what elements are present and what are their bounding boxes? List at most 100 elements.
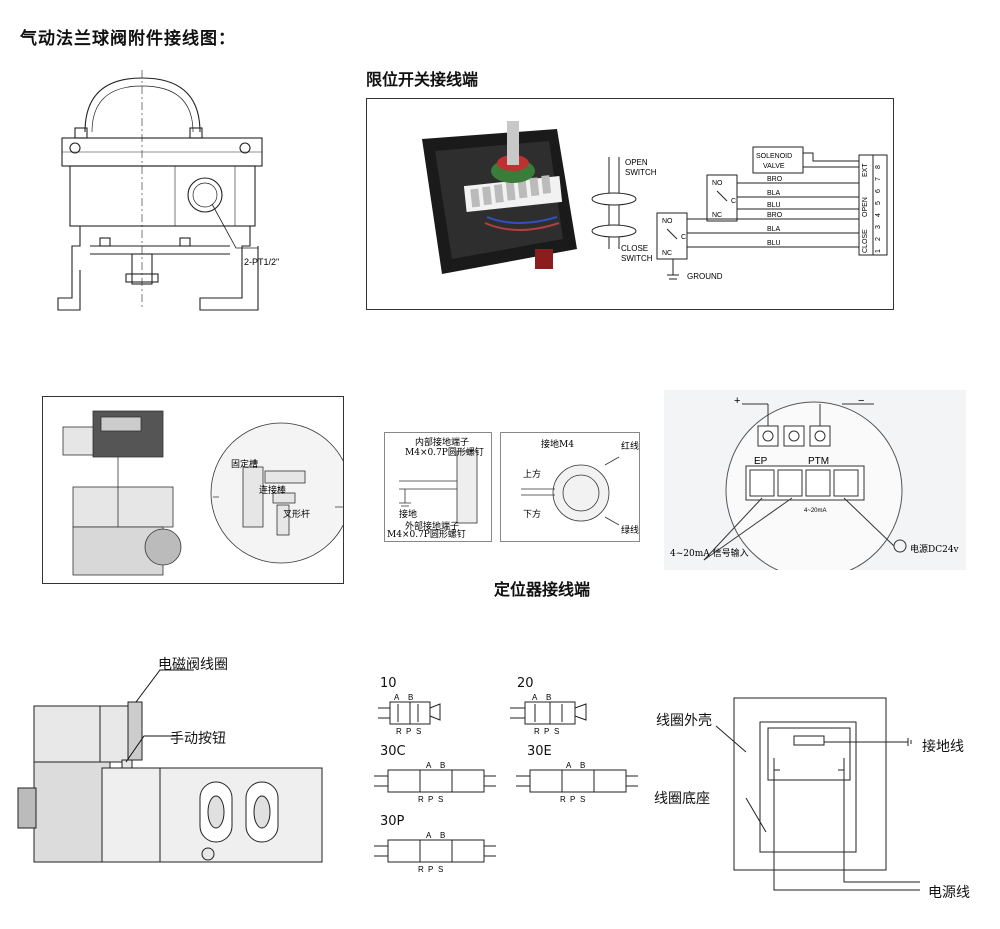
valve-code: 30C — [380, 744, 406, 759]
connect-rod-label: 连接棒 — [259, 484, 286, 496]
port-b: B — [440, 831, 445, 840]
terminal-number: 8 — [875, 165, 882, 169]
ep-label: EP — [754, 456, 768, 467]
ptm-label: PTM — [808, 456, 829, 467]
housing-label: 线圈外壳 — [656, 713, 712, 729]
close-switch-label-2: SWITCH — [621, 254, 653, 263]
signal-label: 4~20mA — [804, 508, 827, 514]
ground-wire-label: 接地线 — [922, 739, 964, 755]
ground-label: GROUND — [687, 272, 723, 281]
green-wire-label: 绿线 — [621, 524, 639, 536]
minus-label: − — [858, 395, 864, 407]
c-label-open: C — [731, 198, 736, 205]
open-switch-label-2: SWITCH — [625, 168, 657, 177]
wire-label: BLU — [767, 202, 781, 209]
port-s: S — [416, 727, 421, 736]
port-a: A — [426, 831, 432, 840]
port-s: S — [438, 795, 443, 804]
valve-symbols: A B R P S A B R P S A B R P S A B R P S … — [374, 693, 638, 874]
solenoid-label-2: VALVE — [763, 163, 785, 170]
terminal-number: 2 — [875, 237, 882, 241]
wire-label: BRO — [767, 212, 783, 219]
terminal-number: 7 — [875, 177, 882, 181]
valve-code: 10 — [380, 676, 397, 691]
port-p: P — [428, 865, 433, 874]
power-label: 电源DC24v — [910, 543, 960, 555]
port-a: A — [394, 693, 400, 702]
port-s: S — [438, 865, 443, 874]
down-label: 下方 — [523, 508, 541, 520]
terminal-group: EXT — [862, 163, 869, 177]
input-label: 4~20mA 信号输入 — [670, 547, 749, 559]
port-r: R — [534, 727, 540, 736]
port-r: R — [418, 865, 424, 874]
coil-box-diagram — [715, 697, 920, 891]
terminal-number: 5 — [875, 201, 882, 205]
terminal-group: CLOSE — [862, 229, 869, 253]
valve-code: 30P — [380, 814, 405, 829]
red-wire-label: 红线 — [621, 440, 639, 452]
port-b: B — [580, 761, 585, 770]
page-title: 气动法兰球阀附件接线图： — [20, 29, 236, 49]
port-r: R — [560, 795, 566, 804]
valve-code: 20 — [517, 676, 534, 691]
limit-switch-diagram: OPEN SWITCH CLOSE SWITCH NO NC C — [422, 121, 888, 281]
wire-label: BLA — [767, 190, 781, 197]
terminal-diagram-left: 内部接地端子 M4×0.7P圆形螺钉 接地 外部接地端子 M4×0.7P圆形螺钉 — [384, 432, 492, 542]
positioner-photo-frame: 固定槽 连接棒 叉形杆 — [42, 396, 352, 584]
port-a: A — [532, 693, 538, 702]
valve-drawing: 2-PT1/2" — [57, 70, 279, 311]
terminal-number: 3 — [875, 225, 882, 229]
terminal-number: 1 — [875, 249, 882, 253]
port-p: P — [406, 727, 411, 736]
valve-code: 30E — [527, 744, 552, 759]
inner-ground-label: 内部接地端子 — [415, 436, 469, 448]
nc-label-open: NC — [712, 212, 722, 219]
inner-ground-screw: M4×0.7P圆形螺钉 — [405, 446, 484, 458]
ground-label-left: 接地 — [399, 508, 417, 520]
port-a: A — [566, 761, 572, 770]
positioner-board: + − EP PTM 4~20mA 4~20mA 信号输入 电源DC24v — [664, 390, 966, 579]
port-p: P — [544, 727, 549, 736]
port-b: B — [546, 693, 551, 702]
port-label: 2-PT1/2" — [244, 257, 279, 267]
port-r: R — [418, 795, 424, 804]
port-b: B — [440, 761, 445, 770]
wire-label: BRO — [767, 176, 783, 183]
port-p: P — [570, 795, 575, 804]
fork-lever-label: 叉形杆 — [283, 508, 310, 520]
solenoid-coil-drawing — [17, 669, 323, 863]
up-label: 上方 — [523, 468, 541, 480]
plus-label: + — [734, 395, 740, 407]
wire-label: BLA — [767, 226, 781, 233]
screw-label: 接地M4 — [541, 438, 574, 450]
terminal-number: 6 — [875, 189, 882, 193]
limit-switch-title: 限位开关接线端 — [366, 70, 479, 89]
fixed-slot-label: 固定槽 — [231, 458, 258, 470]
limit-switch-frame: OPEN SWITCH CLOSE SWITCH NO NC C — [366, 98, 894, 310]
port-r: R — [396, 727, 402, 736]
manual-button-label: 手动按钮 — [170, 731, 226, 747]
outer-ground-label: 外部接地端子 — [405, 520, 459, 532]
c-label-close: C — [681, 234, 686, 241]
port-p: P — [428, 795, 433, 804]
no-label-open: NO — [712, 180, 723, 187]
port-b: B — [408, 693, 413, 702]
open-switch-label-1: OPEN — [625, 158, 648, 167]
positioner-photo: 固定槽 连接棒 叉形杆 — [62, 410, 352, 576]
port-a: A — [426, 761, 432, 770]
port-s: S — [580, 795, 585, 804]
outer-ground-screw: M4×0.7P圆形螺钉 — [387, 528, 466, 540]
coil-label: 电磁阀线圈 — [158, 657, 228, 673]
no-label-close: NO — [662, 218, 673, 225]
base-label: 线圈底座 — [654, 791, 710, 807]
nc-label-close: NC — [662, 250, 672, 257]
terminal-group: OPEN — [862, 197, 869, 217]
switch-box-photo — [422, 121, 577, 274]
port-s: S — [554, 727, 559, 736]
terminal-diagram-right: 接地M4 红线 绿线 上方 下方 — [500, 432, 640, 542]
solenoid-label-1: SOLENOID — [756, 153, 792, 160]
close-switch-label-1: CLOSE — [621, 244, 648, 253]
wire-label: BLU — [767, 240, 781, 247]
terminal-number: 4 — [875, 213, 882, 217]
